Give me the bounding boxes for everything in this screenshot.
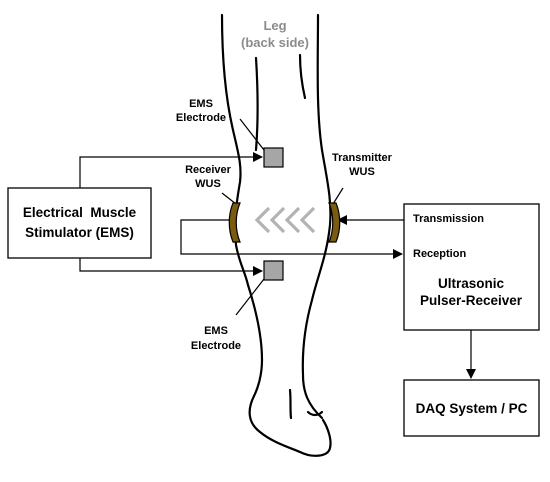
ems-electrode-bottom-label-line2: Electrode bbox=[191, 340, 241, 352]
daq-box-label: DAQ System / PC bbox=[416, 401, 528, 416]
transmitter-pointer bbox=[332, 187, 344, 205]
ems-electrode-top-label-line2: Electrode bbox=[176, 112, 226, 124]
ultrasound-wave-chevrons bbox=[254, 206, 316, 234]
ems-box-label-line2: Stimulator (EMS) bbox=[25, 225, 134, 240]
receiver-wus-transducer bbox=[228, 202, 241, 243]
pulser-title-line2: Pulser-Receiver bbox=[420, 293, 523, 308]
top-electrode-pointer bbox=[239, 118, 265, 151]
ems-to-bottom-electrode-line bbox=[79, 258, 263, 276]
transmitter-wus-label-line2: WUS bbox=[349, 166, 375, 178]
wave-chevron bbox=[299, 206, 316, 234]
connections bbox=[79, 118, 476, 379]
leg-heel-mark bbox=[306, 410, 324, 417]
leg-label-line2: (back side) bbox=[241, 35, 309, 50]
receiver-wus-label-line2: WUS bbox=[195, 178, 221, 190]
leg-left-contour bbox=[220, 13, 332, 457]
reception-label: Reception bbox=[413, 248, 466, 260]
bottom-electrode-pointer bbox=[235, 278, 265, 316]
receiver-wus-label-line1: Receiver bbox=[185, 164, 232, 176]
transmission-label: Transmission bbox=[413, 213, 484, 225]
wave-chevron bbox=[254, 206, 271, 234]
reception-line bbox=[180, 219, 403, 259]
daq-box bbox=[403, 379, 540, 437]
ems-to-top-electrode-line bbox=[79, 152, 263, 188]
leg-outline bbox=[220, 13, 332, 457]
wave-chevron bbox=[269, 206, 286, 234]
ems-electrode-top bbox=[263, 147, 284, 168]
transmitter-wus-label-line1: Transmitter bbox=[332, 152, 393, 164]
ems-electrode-bottom-label-line1: EMS bbox=[204, 325, 228, 337]
pulser-title-line1: Ultrasonic bbox=[438, 276, 505, 291]
wave-chevron bbox=[284, 206, 301, 234]
ems-electrode-bottom bbox=[263, 260, 284, 281]
leg-knee-crease bbox=[254, 56, 259, 152]
leg-calf-line bbox=[298, 53, 307, 100]
receiver-pointer bbox=[221, 192, 237, 205]
leg-label-line1: Leg bbox=[263, 18, 286, 33]
leg-right-contour bbox=[301, 13, 332, 420]
ems-box bbox=[7, 187, 152, 259]
ems-electrode-top-label-line1: EMS bbox=[189, 98, 213, 110]
ems-box-label-line1: Electrical Muscle bbox=[23, 205, 137, 220]
leg-ankle-line bbox=[288, 388, 293, 420]
transmitter-wus-transducer bbox=[328, 202, 341, 243]
